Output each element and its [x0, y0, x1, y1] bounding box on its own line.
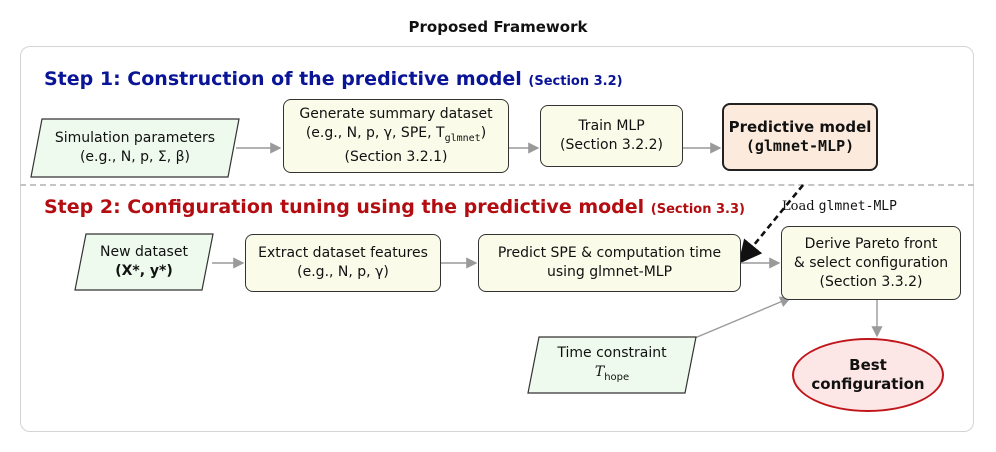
step-divider [20, 184, 974, 186]
extract-features-node: Extract dataset features (e.g., N, p, γ) [245, 234, 441, 292]
pareto-line1: Derive Pareto front [804, 235, 938, 252]
diagram-title: Proposed Framework [408, 18, 588, 36]
predictive-model-node: Predictive model (glmnet-MLP) [722, 103, 878, 171]
step2-section-ref: (Section 3.3) [650, 202, 745, 217]
time-constraint-node: Time constraint Thope [527, 336, 697, 394]
gen-summary-line2-sub: glmnet [444, 132, 481, 144]
load-model-label: Load glmnet-MLP [782, 199, 897, 214]
time-constraint-symbol: T [594, 363, 605, 380]
generate-summary-node: Generate summary dataset (e.g., N, p, γ,… [283, 99, 509, 173]
new-dataset-line1: New dataset [100, 244, 188, 260]
load-prefix: Load [782, 199, 819, 214]
new-dataset-node: New dataset (X*, y*) [74, 233, 214, 291]
train-mlp-line1: Train MLP [578, 118, 645, 134]
predict-line2: using glmnet-MLP [546, 264, 673, 280]
sim-params-line1: Simulation parameters [54, 130, 216, 146]
gen-summary-line1: Generate summary dataset [299, 106, 493, 123]
sim-params-line2: (e.g., N, p, Σ, β) [79, 149, 191, 165]
step1-heading: Step 1: Construction of the predictive m… [44, 68, 623, 90]
train-mlp-line2: (Section 3.2.2) [559, 137, 663, 153]
step2-heading: Step 2: Configuration tuning using the p… [44, 196, 745, 218]
time-constraint-sub: hope [604, 371, 630, 383]
best-line1: Best [849, 356, 887, 374]
step2-heading-text: Step 2: Configuration tuning using the p… [44, 196, 645, 218]
extract-line1: Extract dataset features [258, 245, 428, 261]
time-constraint-line1: Time constraint [557, 344, 667, 361]
simulation-parameters-node: Simulation parameters (e.g., N, p, Σ, β) [30, 118, 240, 178]
new-dataset-line2: (X*, y*) [115, 263, 173, 279]
step1-section-ref: (Section 3.2) [528, 74, 623, 89]
best-line2: configuration [811, 375, 925, 393]
extract-line2: (e.g., N, p, γ) [297, 264, 389, 280]
step1-heading-text: Step 1: Construction of the predictive m… [44, 68, 522, 90]
predict-line1: Predict SPE & computation time [497, 245, 722, 261]
gen-summary-line3: (Section 3.2.1) [344, 148, 448, 165]
pareto-line3: (Section 3.3.2) [819, 273, 923, 290]
pareto-line2: & select configuration [793, 254, 949, 271]
gen-summary-line2-text: (e.g., N, p, γ, SPE, T [305, 125, 445, 142]
gen-summary-line2-end: ) [480, 125, 487, 142]
time-constraint-line2: Thope [595, 363, 629, 387]
best-configuration-node: Best configuration [792, 338, 944, 412]
predict-spe-node: Predict SPE & computation time using glm… [478, 234, 741, 292]
pareto-node: Derive Pareto front & select configurati… [781, 226, 961, 300]
arrow-model-to-predict [738, 184, 805, 265]
train-mlp-node: Train MLP (Section 3.2.2) [540, 105, 683, 167]
load-code: glmnet-MLP [818, 199, 897, 214]
arrow-time-to-pareto [689, 296, 792, 341]
pred-model-line2: (glmnet-MLP) [745, 137, 855, 155]
gen-summary-line2: (e.g., N, p, γ, SPE, Tglmnet) [306, 124, 486, 148]
pred-model-line1: Predictive model [728, 118, 872, 136]
